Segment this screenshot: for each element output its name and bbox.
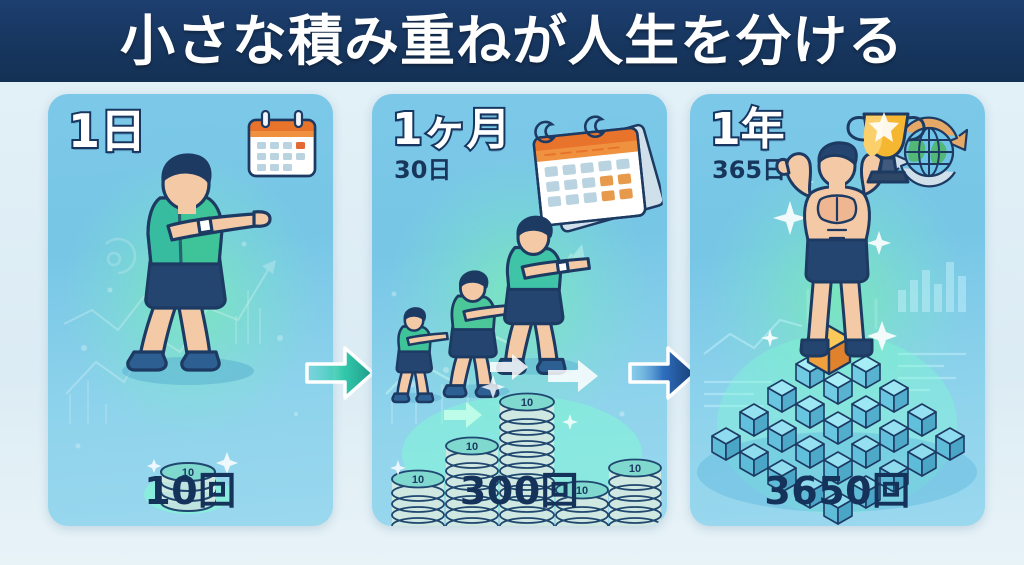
panel-one-day-inner: 1日 xyxy=(48,94,333,526)
panel-period-sublabel: 30日 xyxy=(394,156,452,184)
panel-period-label: 1年 xyxy=(708,104,787,155)
champion-pyramid-scene xyxy=(690,94,985,526)
squat-figure-scene xyxy=(48,94,333,526)
page-title: 小さな積み重ねが人生を分ける xyxy=(119,8,904,73)
title-banner: 小さな積み重ねが人生を分ける xyxy=(0,0,1024,82)
panel-count-label: 3650回 xyxy=(764,469,911,513)
svg-text:10: 10 xyxy=(412,474,424,486)
svg-text:10: 10 xyxy=(576,485,588,497)
svg-text:10: 10 xyxy=(466,441,478,453)
panel-period-label: 1ヶ月 xyxy=(390,104,513,155)
svg-text:10: 10 xyxy=(521,397,533,409)
coin-stack-group: 10 xyxy=(48,94,333,526)
globe-refresh-icon xyxy=(887,112,971,192)
panel-one-month-inner: 1ヶ月 30日 xyxy=(372,94,667,526)
svg-text:10: 10 xyxy=(629,463,641,475)
panel-one-day[interactable]: 1日 xyxy=(48,94,333,526)
arrow-month-to-year-icon xyxy=(628,344,698,402)
calendar-icon xyxy=(245,110,319,180)
coin-stack-group: 10 10 xyxy=(372,94,667,526)
panel-count-label: 300回 xyxy=(459,469,580,513)
panel-count-label: 10回 xyxy=(144,469,237,513)
svg-text:10: 10 xyxy=(182,467,194,479)
calendar-icon xyxy=(525,106,665,237)
squat-figure-progression xyxy=(372,94,667,526)
panel-one-year[interactable]: 1年 365日 xyxy=(690,94,985,526)
arrow-day-to-month-icon xyxy=(305,344,375,402)
panel-one-year-inner: 1年 365日 xyxy=(690,94,985,526)
panel-one-month[interactable]: 1ヶ月 30日 xyxy=(372,94,667,526)
panel-period-sublabel: 365日 xyxy=(712,156,787,184)
infographic-stage: 1日 xyxy=(0,82,1024,565)
panel-period-label: 1日 xyxy=(66,104,148,158)
